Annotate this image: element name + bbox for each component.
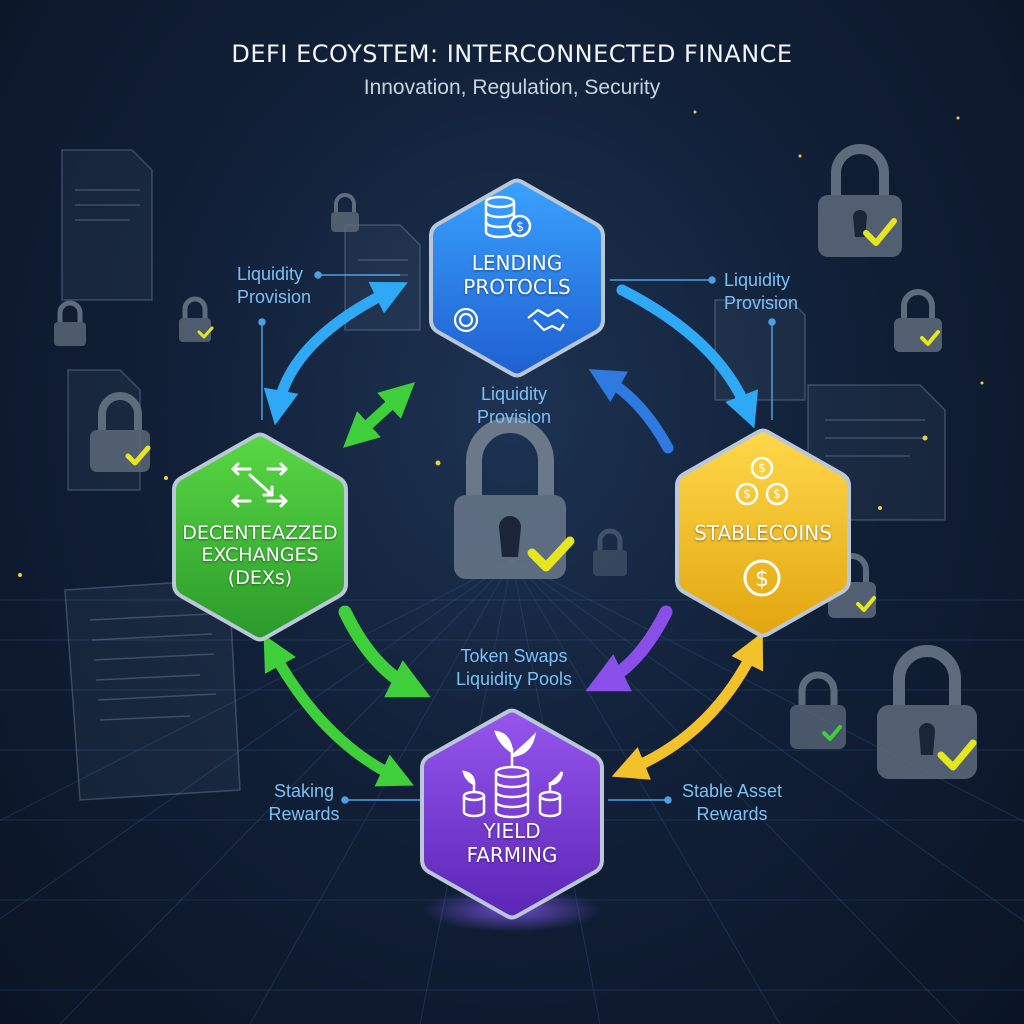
lock-icon [790, 671, 846, 749]
flow-label-line: Token Swaps [460, 646, 568, 666]
lock-icon [54, 300, 86, 346]
flow-label-line: Rewards [268, 803, 340, 824]
node-dex-label: DECENTEAZZED EXCHANGES (DEXs) [174, 522, 346, 589]
node-dex-line2: EXCHANGES [201, 544, 319, 567]
flow-label-top-left: Liquidity Provision [237, 263, 357, 308]
label-connectors [258, 271, 776, 804]
lock-icon [179, 296, 214, 342]
svg-text:$: $ [743, 487, 751, 501]
node-yield-line2: FARMING [466, 842, 558, 867]
node-stablecoins-line1: STABLECOINS [694, 521, 832, 545]
flow-label-line: Provision [476, 406, 552, 427]
flow-arrows [263, 281, 764, 787]
document-icon [714, 299, 806, 401]
central-lock-icon [454, 417, 575, 579]
page-title: DEFI ECOYSTEM: INTERCONNECTED FINANCE [231, 40, 793, 68]
arrow-dex-lending [343, 382, 415, 448]
arrow-lending-dex [263, 281, 408, 426]
lock-icon [877, 645, 977, 779]
flow-label-line: Stable Asset [681, 781, 783, 801]
flow-label-line: Liquidity [480, 384, 548, 404]
flow-label-line: Liquidity [237, 264, 304, 284]
node-lending-label: LENDING PROTOCLS [431, 251, 603, 299]
flow-label-top-right: Liquidity Provision [724, 269, 844, 314]
node-yield-line1: YIELD [483, 819, 541, 843]
svg-text:$: $ [773, 487, 781, 501]
dollar-coins-icon: $ $ $ [735, 456, 789, 506]
lock-icon [818, 144, 902, 257]
dollar-coin-icon: $ [743, 559, 781, 597]
flow-label-line: Rewards [696, 803, 768, 824]
node-decentralized-exchanges[interactable] [172, 432, 348, 642]
lock-icon [90, 392, 151, 472]
flow-label-bottom-left: Staking Rewards [254, 780, 354, 825]
node-lending-line2: PROTOCLS [463, 274, 571, 299]
flow-label-line: Liquidity Pools [455, 668, 573, 689]
lock-icon [894, 289, 942, 352]
svg-text:$: $ [755, 567, 769, 592]
arrow-stablecoins-lending [588, 369, 674, 454]
plant-coins-icon [462, 730, 564, 819]
flow-label-line: Provision [724, 292, 799, 313]
node-yield-label: YIELD FARMING [422, 819, 602, 867]
svg-text:$: $ [758, 461, 766, 475]
node-lending-protocols[interactable]: $ [429, 178, 605, 378]
node-dex-line1: DECENTEAZZED [182, 522, 338, 544]
node-stablecoins[interactable]: $ $ $ $ [675, 428, 851, 638]
flow-label-line: Provision [237, 286, 312, 307]
node-lending-line1: LENDING [471, 251, 563, 275]
handshake-icon [527, 308, 569, 332]
document-icon [61, 149, 153, 301]
swap-arrows-icon [231, 462, 288, 508]
arrow-dex-yield [263, 634, 414, 787]
flow-label-bottom-right: Stable Asset Rewards [670, 780, 794, 825]
flow-label-center-top: Liquidity Provision [454, 383, 574, 428]
page-subtitle: Innovation, Regulation, Security [363, 76, 661, 99]
lock-icon [593, 528, 627, 576]
lock-icon [331, 193, 359, 232]
coin-stack-icon: $ [484, 195, 532, 239]
coin-icon [453, 307, 479, 333]
arrow-dex-pools [338, 605, 431, 698]
sparkles [18, 110, 984, 577]
flow-label-line: Liquidity [724, 270, 791, 290]
node-stablecoins-label: STABLECOINS [677, 521, 849, 546]
arrow-lending-stablecoins [616, 284, 759, 429]
svg-text:$: $ [516, 220, 524, 235]
node-dex-line3: (DEXs) [227, 566, 293, 589]
flow-label-center-bottom: Token Swaps Liquidity Pools [432, 645, 596, 690]
flow-label-line: Staking [273, 781, 335, 801]
node-yield-farming[interactable] [420, 708, 604, 920]
arrow-stablecoins-yield [611, 632, 764, 780]
